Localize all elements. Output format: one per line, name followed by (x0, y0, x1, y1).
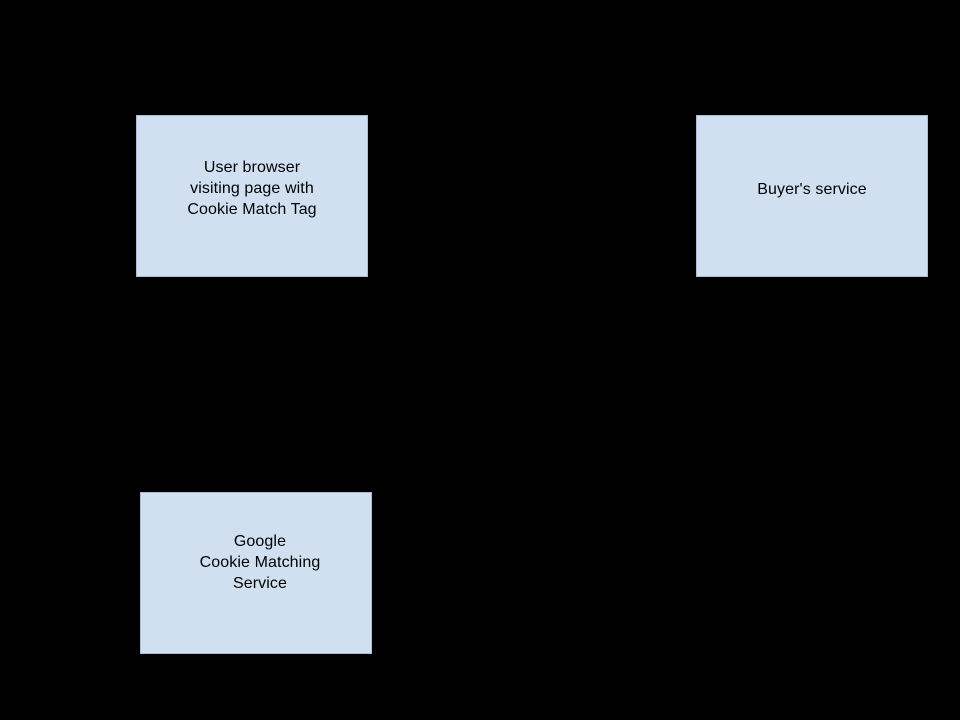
node-google-cookie-matching-service-label: Google Cookie Matching Service (199, 533, 321, 592)
node-buyers-service[interactable]: Buyer's service (696, 115, 928, 277)
node-user-browser-label: User browser visiting page with Cookie M… (187, 159, 317, 218)
node-buyers-service-label: Buyer's service (757, 181, 867, 198)
node-google-cookie-matching-service[interactable]: Google Cookie Matching Service (140, 492, 372, 654)
node-user-browser[interactable]: User browser visiting page with Cookie M… (136, 115, 368, 277)
